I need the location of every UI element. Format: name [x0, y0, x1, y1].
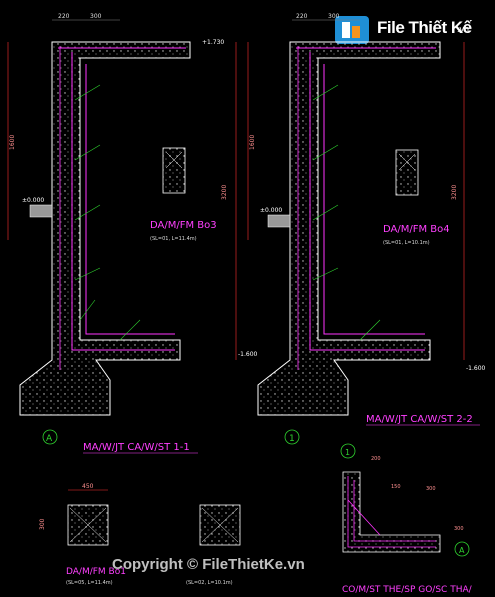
axis-label-right: 1	[289, 434, 295, 444]
brand-logo: File Thiết Kế .vn	[333, 12, 483, 48]
corner-title: CO/M/ST THE/SP GO/SC THA/	[342, 585, 473, 595]
section-title-left: MA/W/JT CA/W/ST 1-1	[83, 442, 190, 453]
axis-bubble-right	[284, 429, 300, 445]
dim-top-a: 220	[58, 13, 70, 20]
level-bottom: -1.600	[238, 351, 258, 358]
beam-details-bottom: 450 300 DA/M/FM Bo1 (SL=05, L=11.4m) (SL…	[39, 483, 241, 586]
dim-height: 3200	[221, 185, 228, 200]
detail-note-b: (SL=02, L=10.1m)	[186, 580, 233, 586]
beam-label-right: DA/M/FM Bo4	[383, 224, 450, 235]
dim-height-right: 3200	[451, 185, 458, 200]
level-bottom-right: -1.600	[466, 365, 486, 372]
section-title-right: MA/W/JT CA/W/ST 2-2	[366, 414, 473, 425]
dim-top-detail: 450	[82, 483, 94, 490]
dim-top-b: 300	[90, 13, 102, 20]
axis-label-left: A	[46, 434, 53, 444]
dim-side-detail: 300	[39, 518, 46, 530]
beam-note-left: (SL=01, L=11.4m)	[150, 236, 197, 242]
detail-note-a: (SL=05, L=11.4m)	[66, 580, 113, 586]
level-zero: ±0.000	[22, 197, 44, 204]
level-zero-right: ±0.000	[260, 207, 282, 214]
copyright-watermark: Copyright © FileThietKe.vn	[112, 556, 305, 573]
section-2-2: 220 300 3200 1600 ±0.000 -1.600 DA/M/FM …	[247, 13, 486, 445]
dim-top-b-right: 300	[328, 13, 340, 20]
corner-axis-bottom: A	[459, 546, 465, 555]
corner-dim-3: 300	[454, 526, 464, 532]
section-1-1: 220 300 3200 1600 ±0.000 +1.730 -1.600 D…	[7, 13, 258, 454]
level-top: +1.730	[202, 39, 224, 46]
detail-label: DA/M/FM Bo1	[66, 567, 126, 577]
dim-side: 1600	[9, 135, 16, 150]
logo-icon	[335, 16, 369, 44]
brand-suffix: .vn	[457, 24, 470, 34]
axis-bubble-left	[42, 429, 58, 445]
beam-note-right: (SL=01, L=10.1m)	[383, 240, 430, 246]
corner-dim-1: 200	[371, 456, 381, 462]
brand-name: File Thiết Kế	[377, 18, 472, 37]
corner-axis-top: 1	[345, 448, 350, 457]
dim-side-right: 1600	[249, 135, 256, 150]
corner-dim-2: 150	[391, 484, 401, 490]
corner-dim-4: 300	[426, 486, 436, 492]
corner-detail: 1 A 200 150 300 300 CO/M/ST THE/SP GO/SC…	[340, 443, 473, 595]
dim-top-a-right: 220	[296, 13, 308, 20]
beam-label-left: DA/M/FM Bo3	[150, 220, 217, 231]
